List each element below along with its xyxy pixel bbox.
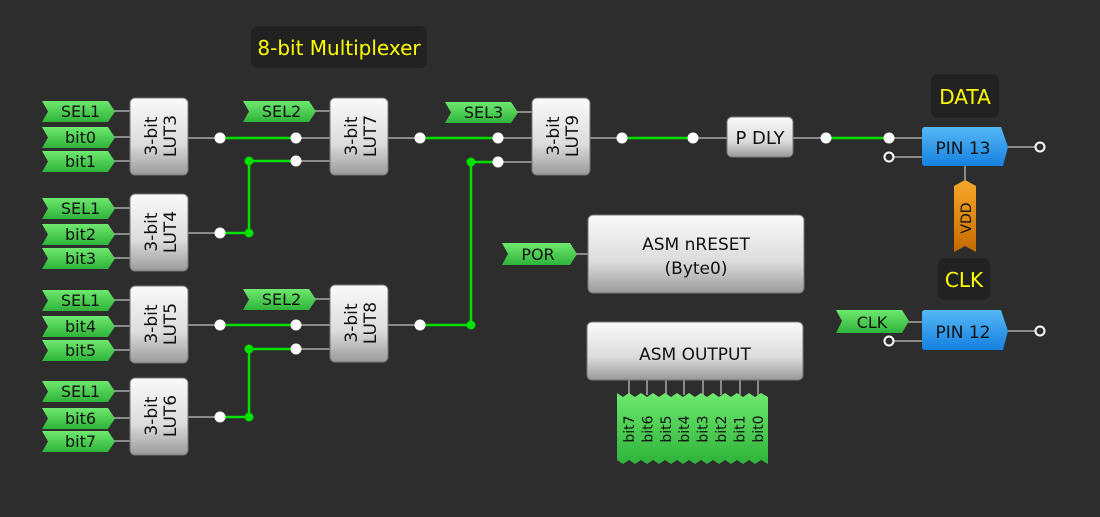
asm-output-bit3: bit3 (696, 415, 712, 442)
input-port-label: SEL1 (61, 291, 100, 310)
data-name-tag: DATA (931, 74, 999, 118)
input-port-sel1[interactable]: SEL1 (42, 101, 115, 122)
input-port-label: bit1 (65, 152, 96, 171)
input-port-label: bit6 (65, 409, 96, 428)
lut-type-label: 3-bit (142, 396, 162, 435)
lut-name-label: LUT3 (161, 115, 181, 157)
title-label: 8-bit Multiplexer (251, 26, 427, 68)
lut-name-label: LUT7 (361, 115, 381, 157)
lut-name-label: LUT5 (161, 303, 181, 345)
title-text: 8-bit Multiplexer (257, 36, 421, 60)
clk-name-tag: CLK (938, 258, 990, 300)
por-port[interactable]: POR (502, 243, 577, 265)
asm-output-bit2: bit2 (714, 415, 730, 442)
input-port-label: SEL1 (61, 102, 100, 121)
asm-nreset-line2: (Byte0) (665, 259, 728, 279)
lut-type-label: 3-bit (342, 116, 362, 155)
input-port-sel2[interactable]: SEL2 (243, 101, 316, 122)
data-tag-text: DATA (939, 85, 991, 109)
lut-type-label: 3-bit (142, 116, 162, 155)
input-port-bit5[interactable]: bit5 (42, 340, 115, 361)
input-port-label: bit4 (65, 317, 96, 336)
input-port-bit0[interactable]: bit0 (42, 127, 115, 148)
clk-tag-text: CLK (945, 268, 984, 292)
input-port-sel1[interactable]: SEL1 (42, 290, 115, 311)
wire-lut8-lut9 (420, 160, 498, 327)
lut-name-label: LUT9 (563, 115, 583, 157)
green-wires (220, 136, 889, 419)
asm-output-bit4: bit4 (677, 415, 693, 442)
input-port-label: bit0 (65, 128, 96, 147)
input-port-label: SEL3 (464, 103, 503, 122)
asm-nreset-block[interactable]: ASM nRESET (Byte0) (587, 214, 805, 294)
asm-output-bit6: bit6 (640, 415, 656, 442)
input-port-sel1[interactable]: SEL1 (42, 381, 115, 402)
input-port-bit1[interactable]: bit1 (42, 151, 115, 172)
asm-nreset-line1: ASM nRESET (642, 235, 750, 255)
asm-output-bit7: bit7 (622, 415, 638, 442)
lut-type-label: 3-bit (544, 116, 564, 155)
por-label: POR (521, 245, 554, 264)
lut-type-label: 3-bit (342, 303, 362, 342)
input-port-label: SEL2 (262, 102, 301, 121)
vdd-label: VDD (959, 202, 975, 233)
input-port-label: SEL1 (61, 382, 100, 401)
input-port-label: bit2 (65, 225, 96, 244)
vdd-port: VDD (954, 180, 976, 252)
input-port-sel2[interactable]: SEL2 (243, 289, 316, 310)
pin12-label: PIN 12 (935, 323, 990, 343)
pin12-block[interactable]: PIN 12 (922, 310, 1008, 350)
wire-lut4-lut7 (220, 159, 296, 235)
clk-port[interactable]: CLK (836, 310, 909, 333)
lut-type-label: 3-bit (142, 212, 162, 251)
asm-output-bit1: bit1 (732, 415, 748, 442)
input-port-bit3[interactable]: bit3 (42, 248, 115, 269)
input-port-sel1[interactable]: SEL1 (42, 198, 115, 219)
asm-output-bit0: bit0 (751, 415, 767, 442)
input-port-bit7[interactable]: bit7 (42, 431, 115, 452)
lut-type-label: 3-bit (142, 304, 162, 343)
lut-name-label: LUT6 (161, 395, 181, 437)
asm-output-block[interactable]: ASM OUTPUT (586, 321, 804, 381)
input-port-bit2[interactable]: bit2 (42, 224, 115, 245)
input-port-label: bit7 (65, 432, 96, 451)
lut-name-label: LUT4 (161, 211, 181, 253)
input-port-label: bit5 (65, 341, 96, 360)
input-port-bit6[interactable]: bit6 (42, 408, 115, 429)
connection-dots (214, 132, 1046, 423)
input-port-bit4[interactable]: bit4 (42, 316, 115, 337)
wire-lut6-lut8 (220, 347, 296, 419)
asm-output-label: ASM OUTPUT (639, 345, 751, 365)
pdly-block[interactable]: P DLY (726, 116, 794, 158)
pin13-label: PIN 13 (935, 139, 990, 159)
input-port-sel3[interactable]: SEL3 (445, 102, 518, 123)
input-port-label: bit3 (65, 249, 96, 268)
pdly-label: P DLY (735, 128, 785, 149)
pin13-block[interactable]: PIN 13 (922, 127, 1008, 166)
clk-port-label: CLK (857, 313, 888, 332)
asm-output-bit5: bit5 (659, 415, 675, 442)
input-port-label: SEL1 (61, 199, 100, 218)
input-port-label: SEL2 (262, 290, 301, 309)
lut-name-label: LUT8 (361, 302, 381, 344)
